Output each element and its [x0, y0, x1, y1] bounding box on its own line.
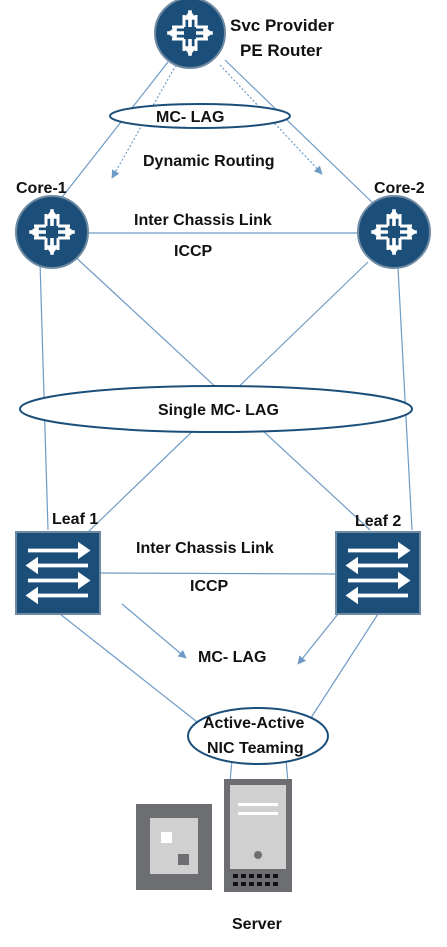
pe-router-label-line2: PE Router — [240, 41, 323, 60]
link-core2-down — [397, 267, 413, 531]
pe-router-label-line1: Svc Provider — [230, 16, 334, 35]
dynamic-routing-label: Dynamic Routing — [143, 153, 275, 170]
leaf2-label: Leaf 2 — [355, 513, 401, 530]
nic-teaming-label-line2: NIC Teaming — [207, 740, 304, 757]
mc-lag-top-ellipse — [109, 103, 291, 129]
nic-teaming-label-line1: Active-Active — [203, 715, 304, 732]
link-pe-core2-dotted — [219, 64, 323, 175]
link-nic-server-1 — [229, 759, 233, 783]
mc-lag-bottom-label: MC- LAG — [198, 649, 266, 666]
iccp-top-label: ICCP — [174, 243, 213, 260]
link-pe-core2 — [224, 59, 381, 211]
iccp-bottom-label: ICCP — [190, 578, 229, 595]
pe-router — [154, 0, 226, 69]
single-mc-lag-ellipse — [19, 385, 413, 433]
link-leaf1-server — [59, 613, 221, 741]
icl-top-label: Inter Chassis Link — [134, 212, 272, 229]
mc-lag-top-label: MC- LAG — [156, 109, 224, 126]
arrow-leaf2-mclag — [297, 613, 339, 665]
core1-router — [15, 195, 89, 269]
link-nic-server-2 — [285, 759, 289, 783]
leaf2-switch — [335, 531, 421, 615]
server-icon — [136, 779, 292, 892]
icl-bottom-label: Inter Chassis Link — [136, 540, 274, 557]
nic-teaming-ellipse — [187, 707, 329, 765]
single-mc-lag-label: Single MC- LAG — [158, 402, 279, 419]
arrow-leaf1-mclag — [121, 603, 187, 659]
core2-router — [357, 195, 431, 269]
leaf1-switch — [15, 531, 101, 615]
leaf1-label: Leaf 1 — [52, 511, 98, 528]
link-leaf1-leaf2 — [99, 572, 337, 575]
core1-label: Core-1 — [16, 180, 67, 197]
core2-label: Core-2 — [374, 180, 425, 197]
link-core1-down — [39, 261, 49, 531]
link-pe-core1 — [51, 61, 169, 211]
server-label: Server — [232, 916, 282, 933]
